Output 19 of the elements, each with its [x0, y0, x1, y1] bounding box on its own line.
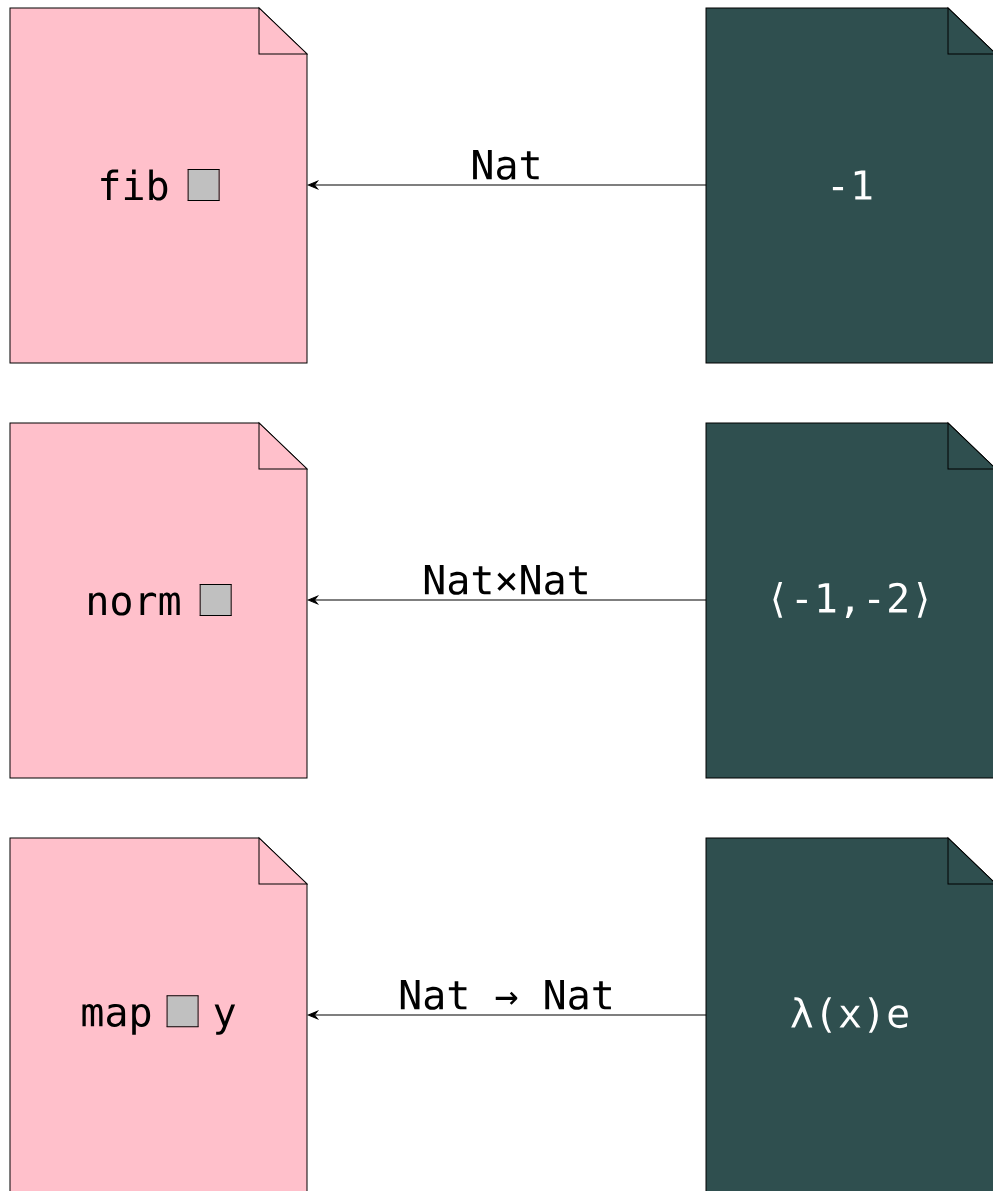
edge-label: Nat → Nat [400, 980, 611, 1010]
node-text: λ(x)e [791, 997, 908, 1033]
arrow [307, 180, 707, 190]
node-text: y [214, 1004, 236, 1035]
document-shape [9, 422, 308, 779]
node-text: map [82, 1003, 151, 1035]
edge-label: Nat×Nat [424, 565, 587, 595]
edge-label: Nat [473, 150, 539, 180]
document-shape [705, 422, 993, 779]
document-shape [705, 7, 993, 364]
document-shape [705, 837, 993, 1191]
node-text: norm [89, 592, 180, 616]
arrow [307, 1010, 707, 1020]
arrow [307, 595, 707, 605]
node-text: -1 [832, 170, 872, 200]
node-text: ⟨-1,-2⟩ [773, 582, 927, 618]
node-text: fib [101, 169, 168, 201]
document-shape [9, 7, 308, 364]
document-shape [9, 837, 308, 1191]
